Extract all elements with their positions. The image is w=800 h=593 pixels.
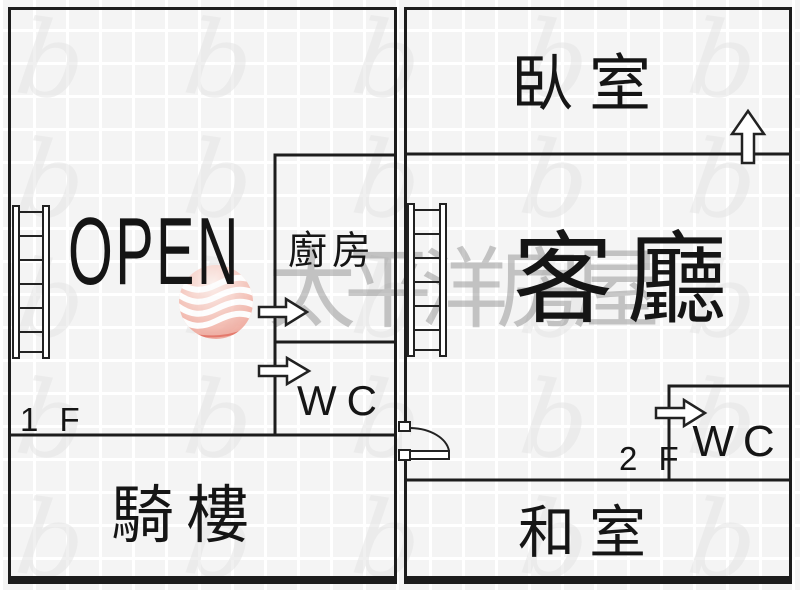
floor-2-tag: 2 F (619, 440, 685, 477)
arrow-right-icon (257, 355, 312, 387)
ladder-icon (407, 203, 447, 357)
ladder-icon (12, 205, 50, 359)
floor-1-plan (8, 7, 397, 584)
arcade-label: 騎樓 (111, 481, 261, 551)
floor-2-walls (404, 7, 792, 584)
bedroom-label: 臥室 (510, 50, 667, 119)
wc-label-floor2: WC (692, 417, 784, 466)
brand-watermark-text: 太平洋房屋 (268, 240, 660, 339)
door-swing-icon (398, 421, 450, 461)
arrow-right-icon (654, 397, 708, 429)
floor-1-walls (8, 7, 397, 584)
floor-1-tag: 1 F (20, 401, 86, 438)
kitchen-label: 廚房 (287, 230, 376, 273)
living-room-label: 客廳 (513, 224, 741, 336)
tatami-room-label: 和室 (518, 501, 660, 565)
wc-label-floor1: WC (297, 377, 387, 424)
arrow-right-icon (257, 296, 310, 328)
floor-2-plan (398, 7, 792, 584)
arrow-up-icon (729, 108, 767, 165)
open-area-label: OPEN (68, 198, 241, 305)
